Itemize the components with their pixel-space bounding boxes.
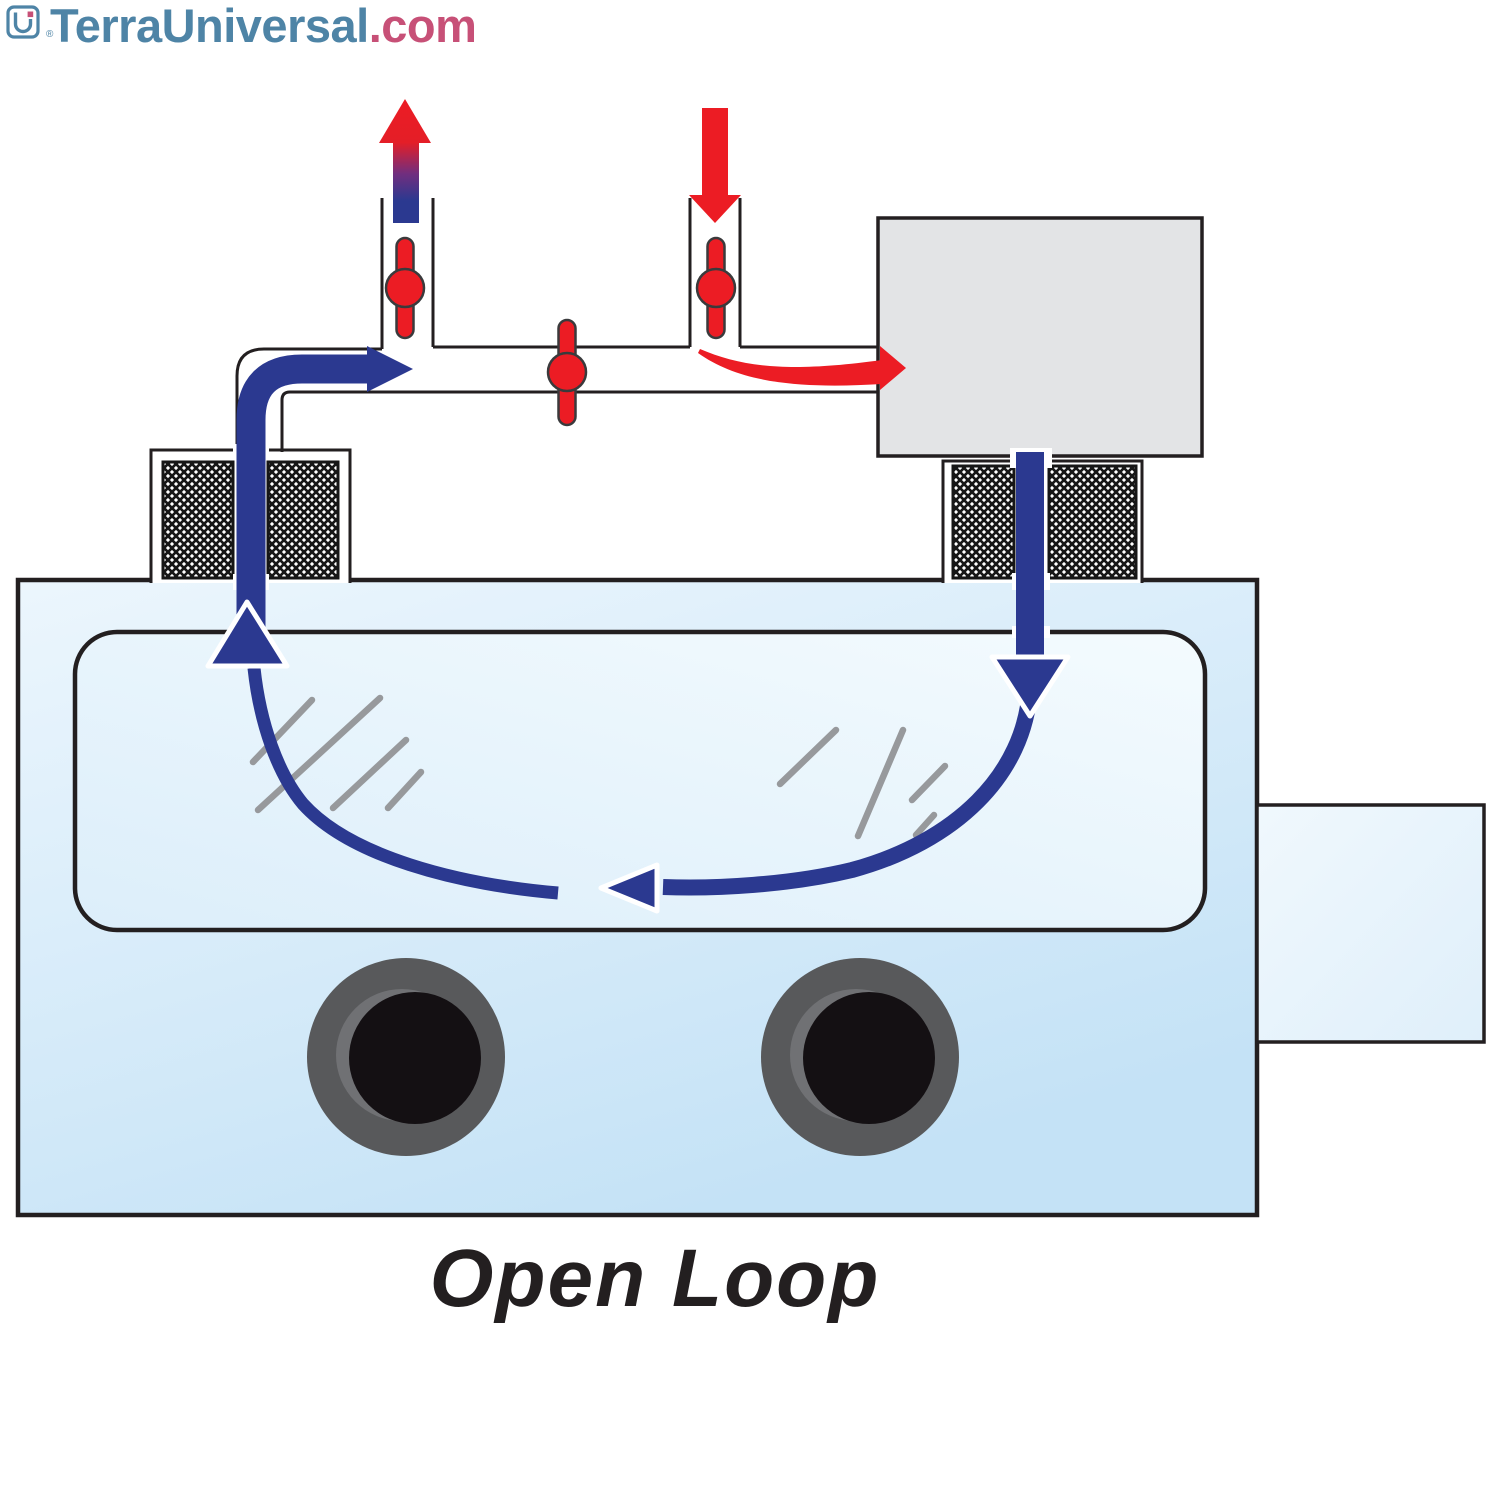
flow-duct-arrowhead [367,346,413,392]
exhaust-valve [384,236,426,340]
circulation-flow [205,346,1071,914]
flow-bottom-arrowhead [598,862,660,914]
bypass-valve [546,318,588,427]
inlet-valve [695,236,737,340]
inlet-sweep-arrow [698,346,906,390]
glove-port-left [307,958,505,1156]
diagram-title: Open Loop [429,1233,881,1324]
viewing-window [72,629,1208,933]
flow-up-band [236,354,368,662]
exhaust-arrow [379,99,431,223]
terra-universal-monogram-icon [6,5,40,39]
duct-outer-wall [235,347,382,452]
blower-box [876,216,1204,458]
filter-media-block [161,460,235,580]
filter-media-block [1047,464,1138,580]
registered-mark: ® [46,29,54,40]
flow-right-sweep [662,687,1038,896]
flow-left-sweep [247,667,559,900]
window-reflection-right [776,726,949,840]
logo-text: TerraUniversal.com [50,0,477,52]
inlet-arrow [689,108,741,223]
filter-media-block [266,460,340,580]
logo-tld: .com [368,0,477,52]
glove-port-right [761,958,959,1156]
duct-inner-wall [280,390,878,452]
pass-through-chamber [1255,803,1486,1044]
filter-media-block [951,464,1016,580]
flow-up-arrowhead [205,599,290,669]
flow-down-arrowhead [989,654,1071,719]
window-reflection-left [249,694,425,814]
logo-brand: TerraUniversal [50,0,369,52]
site-logo: ® TerraUniversal.com [6,0,477,52]
